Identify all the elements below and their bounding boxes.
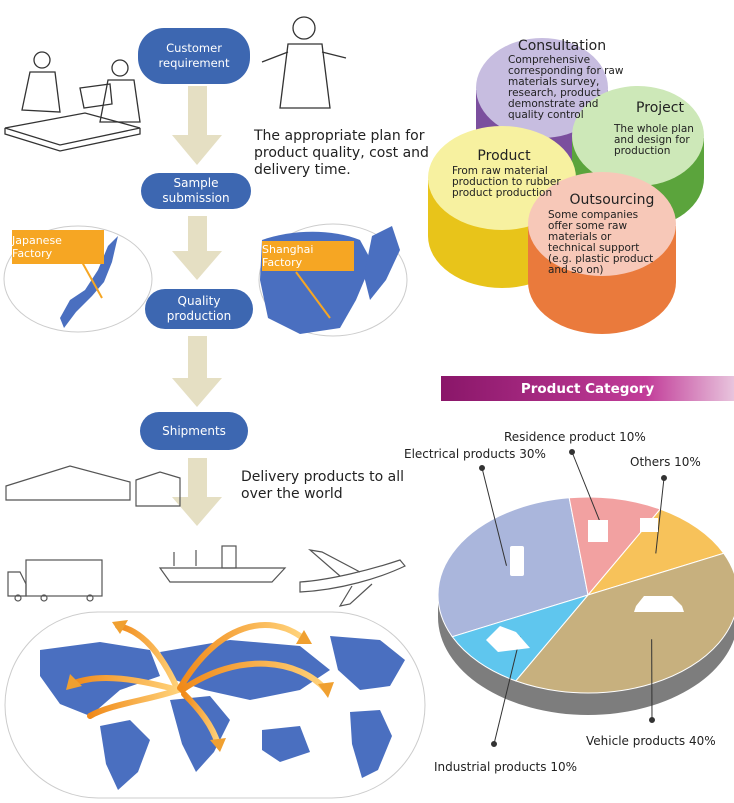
consultation-text: Comprehensive corresponding for raw mate… xyxy=(508,54,624,121)
presenter-illustration xyxy=(261,16,347,109)
pie-top xyxy=(437,496,734,694)
step-shipments: Shipments xyxy=(140,412,248,450)
delivery-note: Delivery products to all over the world xyxy=(241,469,405,502)
pie-label-others: Others 10% xyxy=(630,455,701,469)
project-title: Project xyxy=(636,100,684,116)
shanghai-factory-label: Shanghai Factory xyxy=(262,241,354,271)
pie-leader-dot xyxy=(569,449,575,455)
pie-leader-line xyxy=(655,477,665,554)
pie-leader-dot xyxy=(661,475,667,481)
pie-side xyxy=(438,595,734,715)
pie-slice-vehicle-products xyxy=(514,552,734,694)
pie-icons xyxy=(486,518,684,652)
pie-leader-line xyxy=(481,467,507,566)
flow-arrows xyxy=(172,86,222,526)
consultation-title: Consultation xyxy=(517,38,607,54)
logistics-illustration xyxy=(5,465,406,607)
service-discs xyxy=(428,38,704,334)
pie-label-vehicle: Vehicle products 40% xyxy=(586,734,716,748)
step-sample-submission: Sample submission xyxy=(141,173,251,209)
pie-leader-dot xyxy=(649,717,655,723)
pie-label-residence: Residence product 10% xyxy=(504,430,646,444)
excavator-icon xyxy=(486,626,530,652)
outsourcing-title: Outsourcing xyxy=(569,192,655,208)
outsourcing-text: Some companies offer some raw materials … xyxy=(548,209,654,276)
product-category-banner: Product Category xyxy=(441,376,734,401)
car-icon xyxy=(634,596,684,612)
building-icon xyxy=(588,520,608,542)
japanese-factory-label: Japanese Factory xyxy=(12,230,104,264)
pie-leader-dot xyxy=(479,465,485,471)
step-customer-requirement: Customer requirement xyxy=(138,28,250,84)
project-text: The whole plan and design for production xyxy=(614,123,694,157)
pie-depth xyxy=(438,595,734,715)
shipping-arrowheads xyxy=(66,620,334,752)
plan-note: The appropriate plan for product quality… xyxy=(254,128,429,178)
pie-leader-dot xyxy=(491,741,497,747)
pie-label-industrial: Industrial products 10% xyxy=(434,760,577,774)
product-text: From raw material production to rubber p… xyxy=(452,165,561,199)
callout-pointers xyxy=(81,261,331,319)
pie-leaders xyxy=(479,449,667,747)
washing-machine-icon xyxy=(510,546,524,576)
product-title: Product xyxy=(477,148,531,164)
pie-label-electrical: Electrical products 30% xyxy=(404,447,546,461)
pie-leader-line xyxy=(493,636,521,745)
step-quality-production: Quality production xyxy=(145,289,253,329)
laptop-icon xyxy=(640,518,658,532)
meeting-illustration xyxy=(4,51,141,152)
